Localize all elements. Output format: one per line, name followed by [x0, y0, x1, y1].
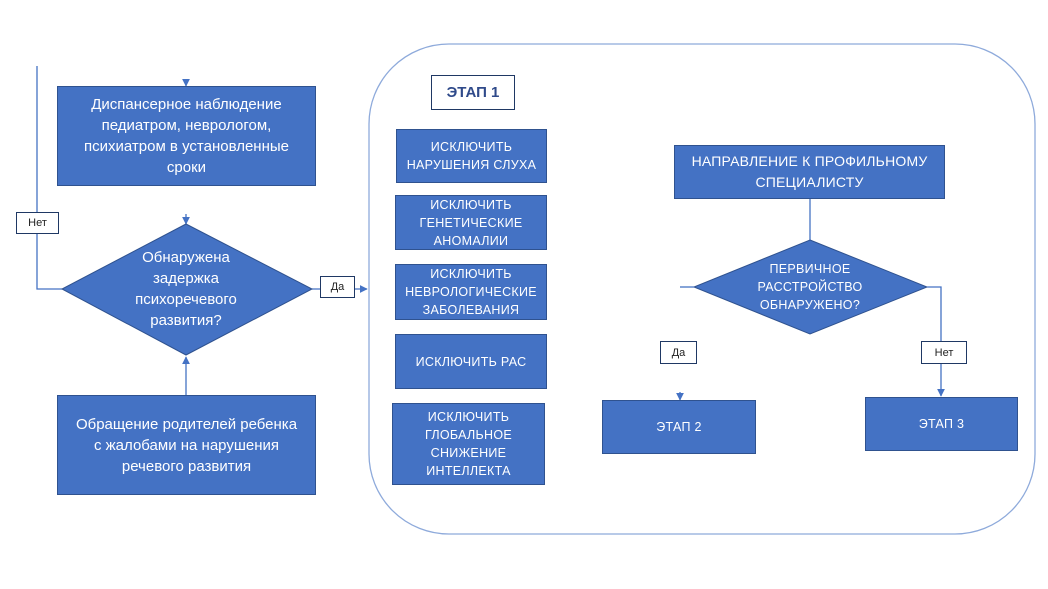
stage1-title: ЭТАП 1	[431, 75, 515, 110]
left-question-diamond	[60, 223, 314, 356]
no-label-left: Нет	[16, 212, 59, 234]
left-diamond-text: Обнаружена задержка психоречевого развит…	[135, 249, 237, 329]
parents-appeal-box: Обращение родителей ребенка с жалобами н…	[57, 395, 316, 495]
no-loop-line	[36, 66, 62, 290]
exclude-neurological-box: ИСКЛЮЧИТЬ НЕВРОЛОГИЧЕСКИЕ ЗАБОЛЕВАНИЯ	[395, 264, 547, 320]
exclude-asd-box: ИСКЛЮЧИТЬ РАС	[395, 334, 547, 389]
yes-label-right: Да	[660, 341, 697, 364]
stage3-box: ЭТАП 3	[865, 397, 1018, 451]
no-label-right: Нет	[921, 341, 967, 364]
dispensary-observation-box: Диспансерное наблюдение педиатром, невро…	[57, 86, 316, 186]
stage1-container	[368, 43, 1036, 535]
stage2-box: ЭТАП 2	[602, 400, 756, 454]
exclude-genetic-box: ИСКЛЮЧИТЬ ГЕНЕТИЧЕСКИЕ АНОМАЛИИ	[395, 195, 547, 250]
right-question-diamond	[692, 239, 929, 335]
exclude-hearing-box: ИСКЛЮЧИТЬ НАРУШЕНИЯ СЛУХА	[396, 129, 547, 183]
referral-box: НАПРАВЛЕНИЕ К ПРОФИЛЬНОМУ СПЕЦИАЛИСТУ	[674, 145, 945, 199]
right-diamond-text: ПЕРВИЧНОЕ РАССТРОЙСТВО ОБНАРУЖЕНО?	[757, 262, 863, 312]
exclude-intellect-box: ИСКЛЮЧИТЬ ГЛОБАЛЬНОЕ СНИЖЕНИЕ ИНТЕЛЛЕКТА	[392, 403, 545, 485]
yes-label-left: Да	[320, 276, 355, 298]
